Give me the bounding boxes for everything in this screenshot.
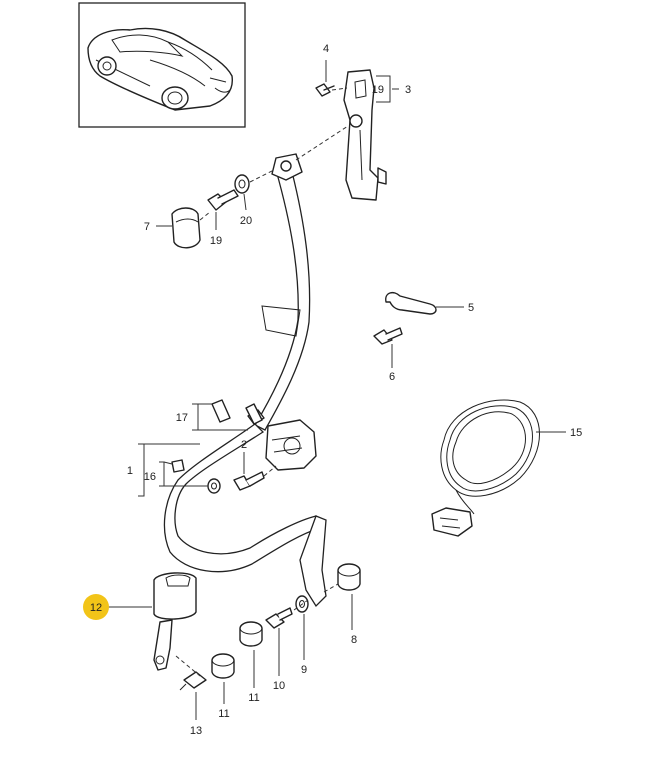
callout-1: 1 xyxy=(127,465,133,477)
pins-17 xyxy=(211,399,263,425)
sleeve-11-b xyxy=(239,621,263,647)
washer-20 xyxy=(234,174,250,194)
bolt-6 xyxy=(373,327,403,345)
callout-20: 20 xyxy=(240,215,252,227)
vehicle-inset xyxy=(78,2,246,128)
spacer-16 xyxy=(171,459,221,494)
callout-4: 4 xyxy=(323,43,329,55)
callout-15: 15 xyxy=(570,427,582,439)
bolt-13 xyxy=(179,671,207,691)
callout-7: 7 xyxy=(144,221,150,233)
bolt-10 xyxy=(265,607,293,629)
callout-12-highlight xyxy=(83,594,109,620)
callout-11-left: 11 xyxy=(218,708,229,720)
belt-guide-5 xyxy=(385,291,437,315)
callout-10: 10 xyxy=(273,680,285,692)
callout-19-lower: 19 xyxy=(210,235,222,247)
callout-11-right: 11 xyxy=(248,692,259,704)
callout-13: 13 xyxy=(190,725,202,737)
callout-9: 9 xyxy=(301,664,307,676)
bolt-4 xyxy=(315,60,335,97)
belt-buckle-12 xyxy=(153,572,197,671)
callout-17: 17 xyxy=(176,412,188,424)
cable-harness-15 xyxy=(431,399,540,537)
callout-16: 16 xyxy=(144,471,156,483)
car-illustration xyxy=(87,27,233,111)
callout-8: 8 xyxy=(351,634,357,646)
bolt-2 xyxy=(233,471,265,491)
leader-lines xyxy=(108,75,566,720)
bolt-19 xyxy=(207,189,239,211)
callout-5: 5 xyxy=(468,302,474,314)
callout-3: 3 xyxy=(405,84,411,96)
sleeve-11-a xyxy=(211,653,235,679)
upper-anchor-bracket xyxy=(343,69,387,201)
callout-2: 2 xyxy=(241,439,247,451)
callout-12: 12 xyxy=(90,602,102,614)
spacer-8 xyxy=(337,563,361,591)
callout-labels: 4 19 3 7 19 20 5 6 15 17 2 1 16 12 13 11… xyxy=(90,43,582,737)
callout-19-upper: 19 xyxy=(372,84,384,96)
seat-belt-webbing xyxy=(163,153,327,608)
cover-cap-7 xyxy=(171,207,201,249)
callout-6: 6 xyxy=(389,371,395,383)
